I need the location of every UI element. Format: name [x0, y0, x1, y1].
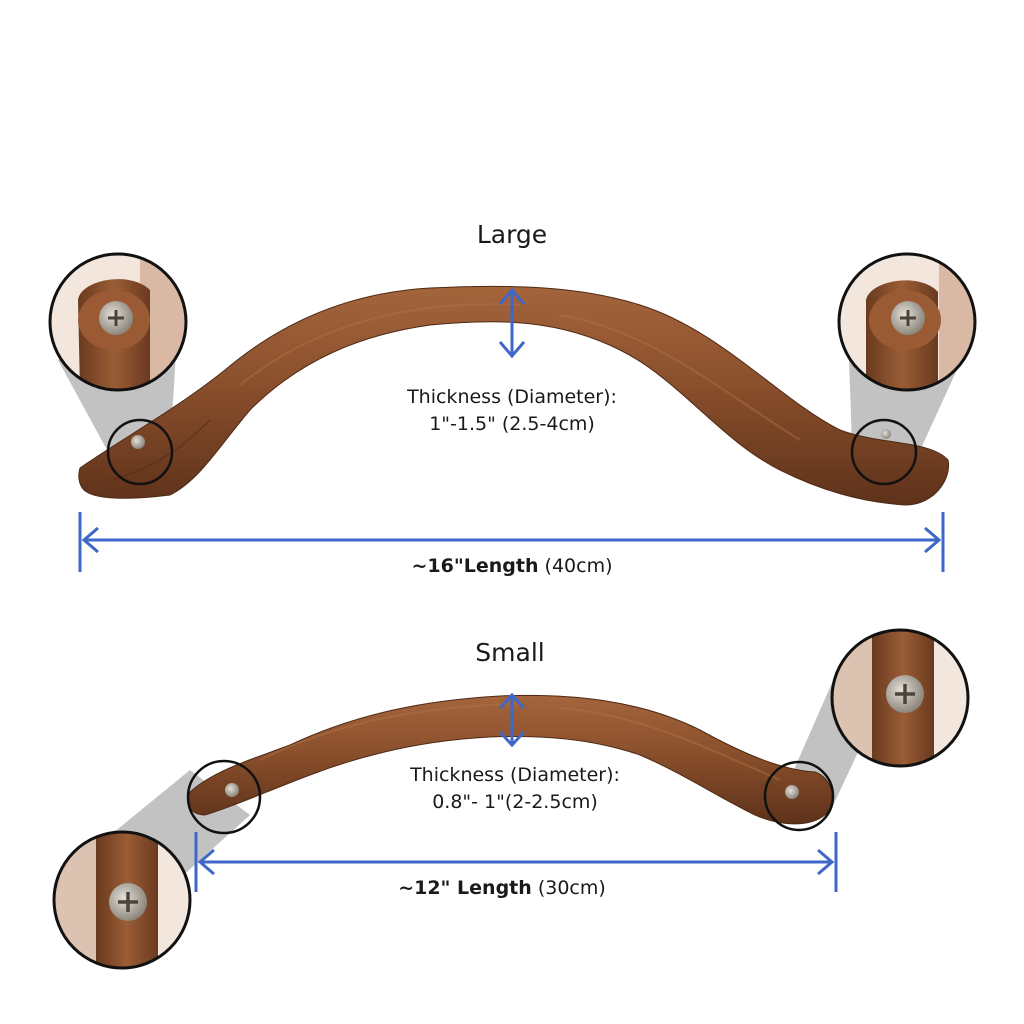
small-size-title: Small — [475, 638, 545, 667]
small-thickness-line1: Thickness (Diameter): — [410, 764, 620, 786]
small-wood-handle — [187, 694, 833, 825]
large-thickness-label: Thickness (Diameter): 1"-1.5" (2.5-4cm) — [352, 384, 672, 438]
small-length-bold: ~12" Length — [398, 877, 532, 899]
small-thickness-line2: 0.8"- 1"(2-2.5cm) — [432, 791, 598, 813]
small-length-arrow — [194, 832, 838, 892]
small-length-normal: (30cm) — [531, 877, 606, 899]
large-length-normal: (40cm) — [538, 555, 613, 577]
large-length-arrow — [78, 512, 945, 572]
large-thickness-arrow — [498, 287, 526, 359]
small-thickness-label: Thickness (Diameter): 0.8"- 1"(2-2.5cm) — [355, 762, 675, 816]
large-length-label: ~16"Length (40cm) — [312, 555, 712, 577]
small-left-screw-marker — [186, 759, 262, 835]
large-left-screw-marker — [106, 418, 174, 486]
small-thickness-arrow — [498, 692, 526, 748]
large-size-title: Large — [476, 220, 548, 249]
small-right-screw-marker — [763, 760, 835, 832]
large-thickness-line2: 1"-1.5" (2.5-4cm) — [429, 413, 595, 435]
small-right-zoom-circle — [832, 630, 968, 766]
small-length-label: ~12" Length (30cm) — [302, 877, 702, 899]
large-length-bold: ~16"Length — [411, 555, 539, 577]
large-wood-handle — [78, 285, 950, 506]
large-right-screw-marker — [850, 418, 918, 486]
large-thickness-line1: Thickness (Diameter): — [407, 386, 617, 408]
